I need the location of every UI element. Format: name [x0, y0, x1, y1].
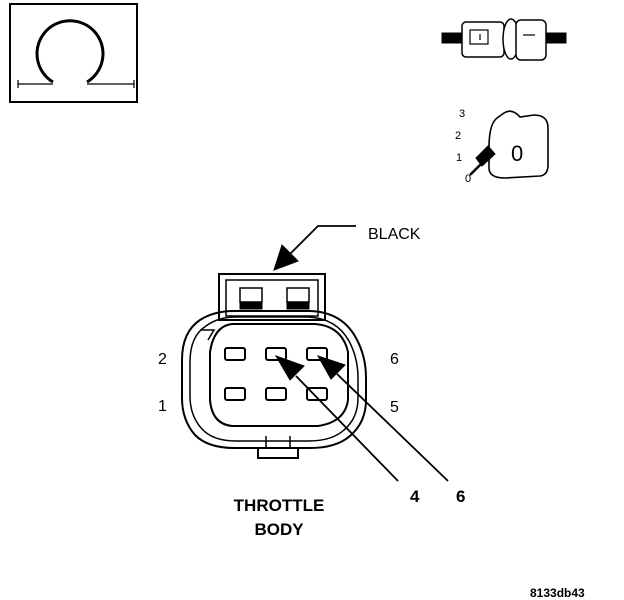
terminal-cavities	[224, 347, 328, 401]
callout-arrows	[274, 355, 449, 482]
cavity-label-2: 2	[158, 351, 167, 368]
component-name-line1: THROTTLE	[233, 496, 325, 515]
component-name: THROTTLE BODY	[214, 497, 344, 538]
cavity-label-1: 1	[158, 398, 167, 415]
callout-label-6: 6	[456, 487, 466, 506]
cavity-6	[306, 347, 328, 361]
cavity-label-6: 6	[390, 351, 399, 368]
cavity-4	[265, 347, 287, 361]
switch-position-label: 3	[459, 108, 466, 120]
cavity-label-5: 5	[390, 399, 399, 416]
cavity-1	[224, 387, 246, 401]
black-leader	[273, 225, 356, 271]
connector-color-label: BLACK	[368, 226, 421, 243]
component-name-line2: BODY	[254, 520, 304, 539]
connector-view-icon	[9, 3, 138, 103]
switch-position-icon	[469, 110, 549, 179]
mating-connector-icon	[441, 18, 567, 61]
cavity-3	[265, 387, 287, 401]
callout-label-4: 4	[410, 487, 420, 506]
connector-body	[181, 273, 367, 459]
switch-position-label: 2	[455, 130, 462, 142]
switch-position-label: 0	[465, 173, 472, 185]
cavity-2	[224, 347, 246, 361]
switch-position-label: 1	[456, 152, 463, 164]
cavity-5	[306, 387, 328, 401]
figure-reference: 8133db43	[530, 586, 585, 600]
switch-knob-label: 0	[511, 141, 524, 166]
